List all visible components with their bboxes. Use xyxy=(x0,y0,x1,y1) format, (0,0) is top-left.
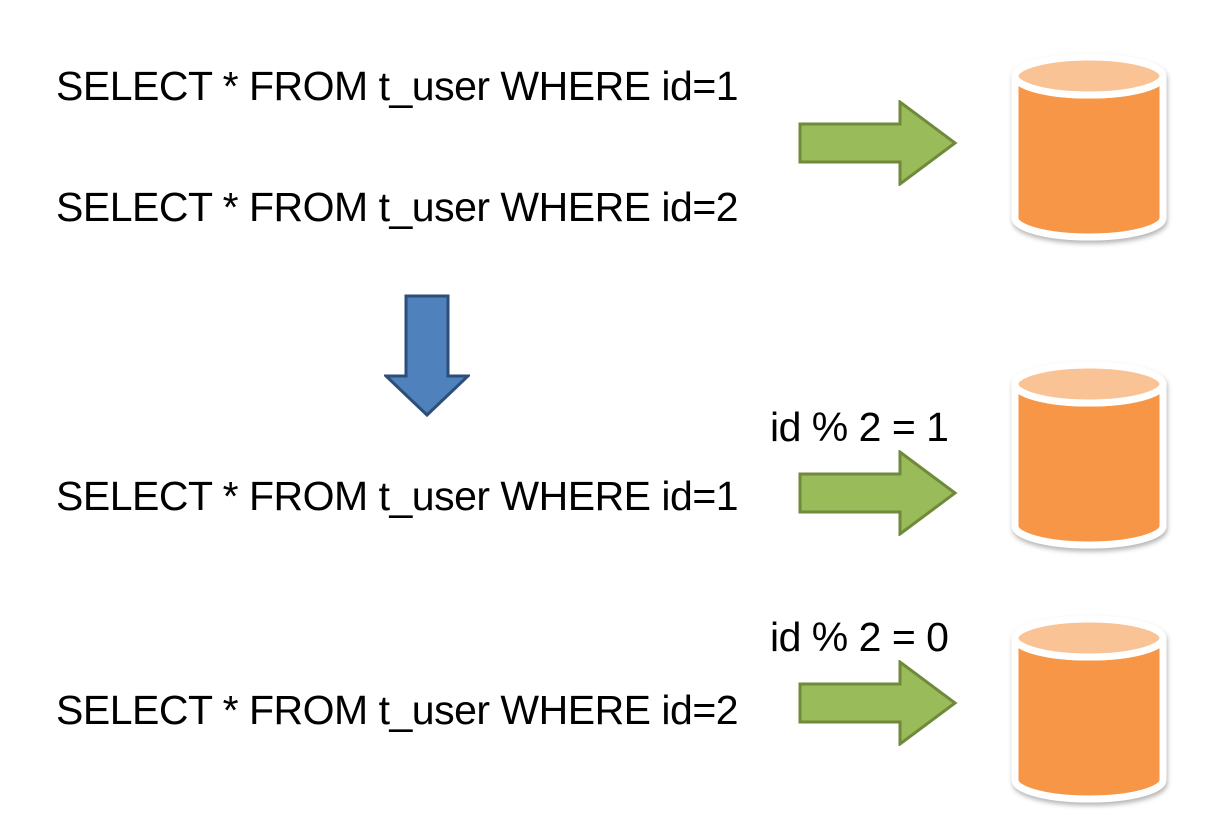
right-arrow-icon xyxy=(798,100,958,186)
sql-query-route-2: SELECT * FROM t_user WHERE id=2 xyxy=(56,687,739,733)
route-condition-2: id % 2 = 0 xyxy=(770,614,949,660)
right-arrow-icon xyxy=(798,450,958,536)
database-icon xyxy=(1011,615,1167,803)
right-arrow-icon xyxy=(798,660,958,746)
database-icon xyxy=(1011,361,1167,549)
database-icon xyxy=(1011,53,1167,241)
sql-query-top-1: SELECT * FROM t_user WHERE id=1 xyxy=(56,63,739,109)
route-condition-1: id % 2 = 1 xyxy=(770,404,949,450)
sql-query-route-1: SELECT * FROM t_user WHERE id=1 xyxy=(56,473,739,519)
down-arrow-icon xyxy=(384,294,470,418)
sql-query-top-2: SELECT * FROM t_user WHERE id=2 xyxy=(56,184,739,230)
